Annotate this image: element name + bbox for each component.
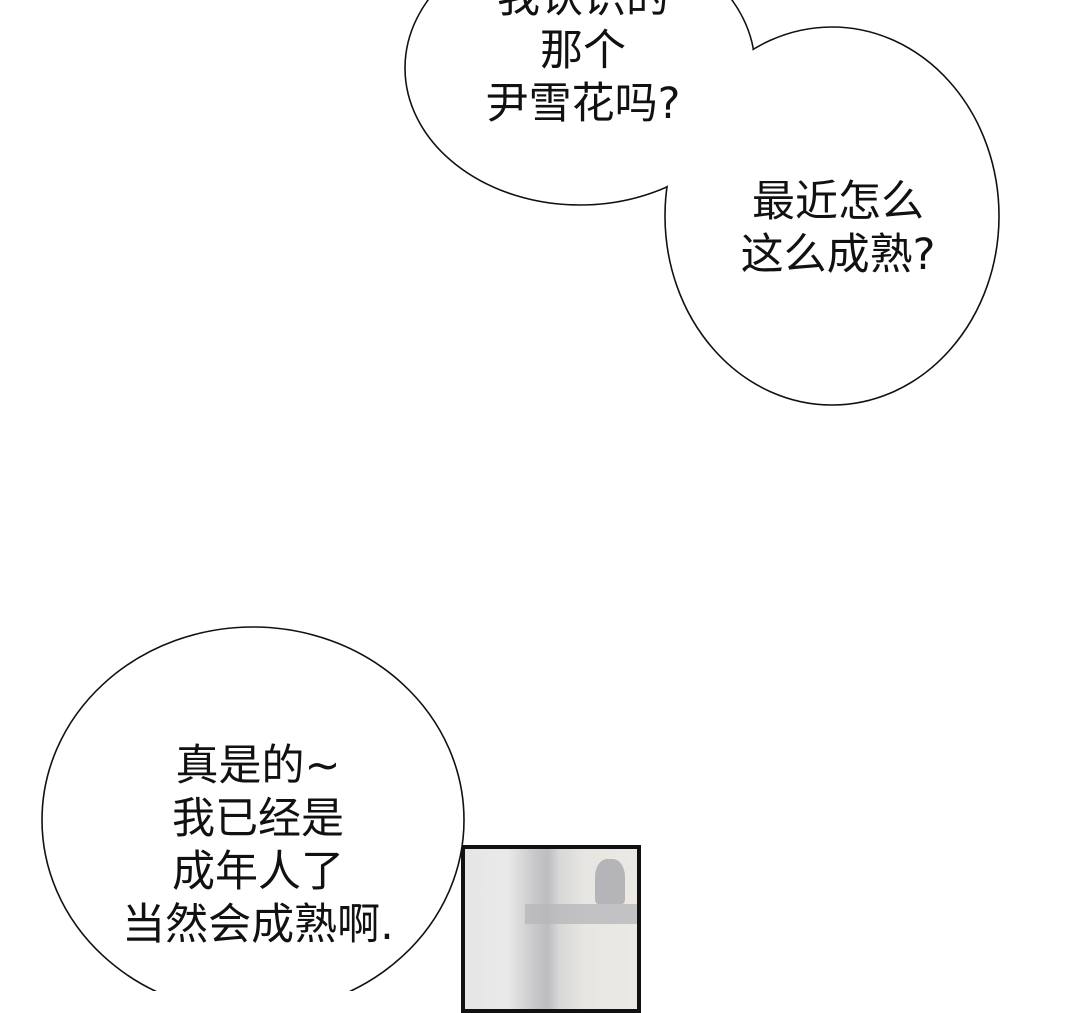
speech-bubble-1-text: 我认识的 那个 尹雪花吗? xyxy=(486,0,681,131)
speech-bubble-3-text: 真是的~ 我已经是 成年人了 当然会成熟啊. xyxy=(122,740,394,952)
bubble-line: 我认识的 xyxy=(486,0,681,25)
bubble-line: 真是的~ xyxy=(175,741,341,791)
comic-panel-image xyxy=(461,845,641,1013)
panel-background-beam xyxy=(525,904,637,924)
bubble-line: 尹雪花吗? xyxy=(485,79,681,129)
bubble-line: 最近怎么 xyxy=(751,177,924,227)
bubble-line: 这么成熟? xyxy=(740,230,936,280)
speech-bubble-3-outline xyxy=(41,626,465,991)
panel-background-figure xyxy=(595,859,625,904)
speech-bubble-2-text: 最近怎么 这么成熟? xyxy=(741,176,936,282)
bubble-line: 那个 xyxy=(539,26,626,76)
speech-bubbles xyxy=(41,0,1000,991)
bubble-line: 我已经是 xyxy=(171,794,344,844)
bubble-line: 成年人了 xyxy=(171,847,344,897)
bubble-line: 当然会成熟啊. xyxy=(122,900,394,950)
